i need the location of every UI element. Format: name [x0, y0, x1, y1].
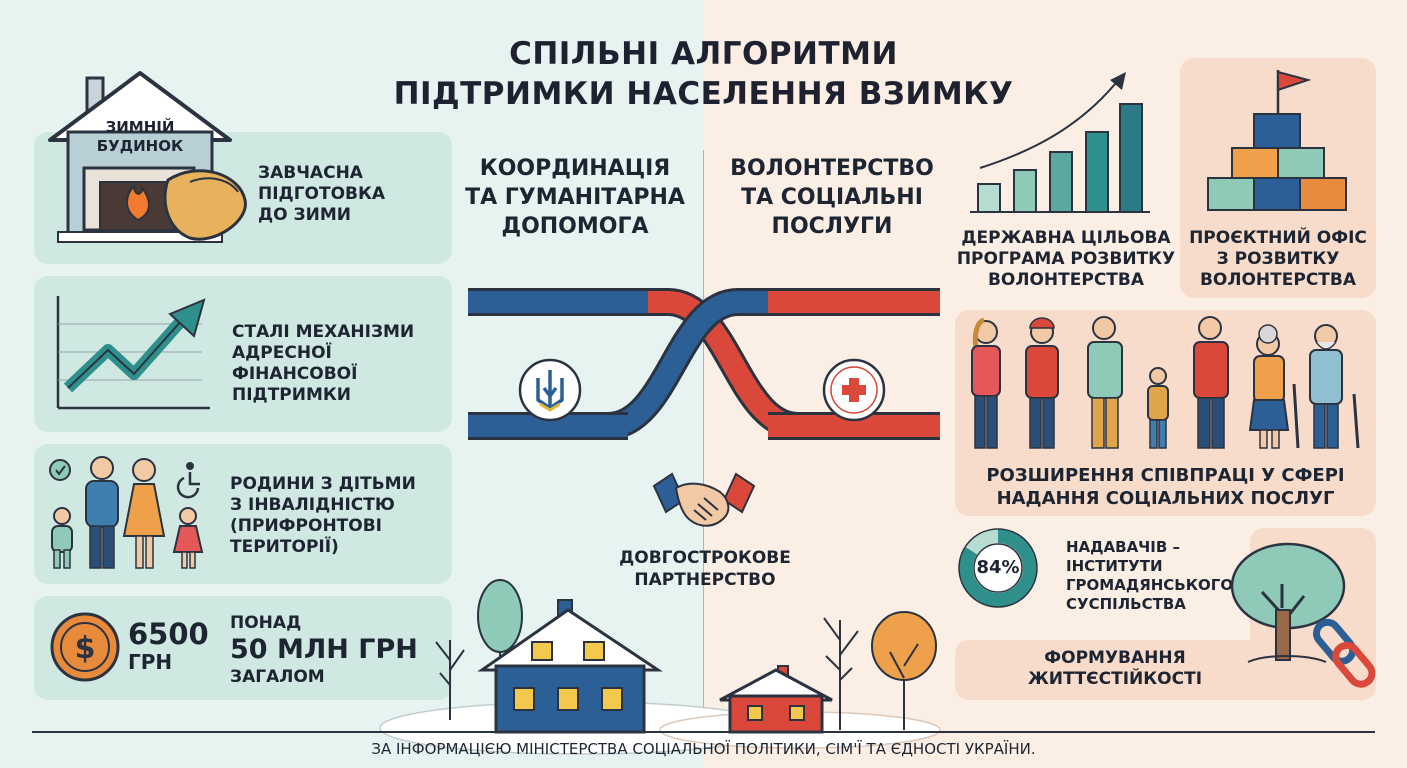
red-cross-emblem-icon [822, 358, 886, 422]
family-icon [49, 456, 204, 569]
svg-text:$: $ [75, 631, 96, 666]
footer-source: ЗА ІНФОРМАЦІЄЮ МІНІСТЕРСТВА СОЦІАЛЬНОЇ П… [371, 740, 1036, 758]
volunteers-group-icon [971, 316, 1360, 449]
resilience-label: ФОРМУВАННЯ ЖИТТЄСТІЙКОСТІ [1027, 648, 1203, 689]
total-amount: ПОНАД 50 МЛН ГРН ЗАГАЛОМ [230, 613, 418, 687]
left-heading: КООРДИНАЦІЯ ТА ГУМАНІТАРНА ДОПОМОГА [465, 156, 685, 239]
trident-emblem-icon [518, 358, 582, 422]
winter-village-illustration [379, 579, 941, 755]
providers-label: НАДАВАЧІВ – ІНСТИТУТИ ГРОМАДЯНСЬКОГО СУС… [1066, 538, 1234, 613]
financial-support-label: СТАЛІ МЕХАНІЗМИ АДРЕСНОЇ ФІНАНСОВОЇ ПІДТ… [232, 322, 415, 405]
growth-chart-icon [56, 296, 210, 410]
providers-donut-chart [958, 528, 1038, 608]
center-divider [703, 150, 704, 730]
providers-percent: 84% [976, 557, 1020, 578]
tree-icon [1230, 542, 1376, 688]
amount-per-person: 6500 ГРН [128, 617, 209, 674]
coin-icon: $ [50, 612, 120, 682]
families-label: РОДИНИ З ДІТЬМИ З ІНВАЛІДНІСТЮ (ПРИФРОНТ… [230, 474, 416, 557]
page-title: СПІЛЬНІ АЛГОРИТМИ ПІДТРИМКИ НАСЕЛЕННЯ ВЗ… [393, 36, 1014, 112]
house-sign: ЗИМНІЙ БУДИНОК [96, 118, 184, 155]
winter-prep-label: ЗАВЧАСНА ПІДГОТОВКА ДО ЗИМИ [258, 163, 386, 225]
handshake-icon [652, 472, 756, 527]
cooperation-label: РОЗШИРЕННЯ СПІВПРАЦІ У СФЕРІ НАДАННЯ СОЦ… [986, 465, 1345, 509]
winter-house-icon [48, 71, 247, 243]
office-label: ПРОЄКТНИЙ ОФІС З РОЗВИТКУ ВОЛОНТЕРСТВА [1189, 228, 1367, 290]
footer-divider [32, 731, 1375, 733]
partnership-label: ДОВГОСТРОКОВЕ ПАРТНЕРСТВО [619, 548, 791, 590]
building-blocks-icon [1207, 70, 1347, 211]
right-heading: ВОЛОНТЕРСТВО ТА СОЦІАЛЬНІ ПОСЛУГИ [730, 156, 934, 239]
growth-bars-icon [970, 72, 1150, 213]
program-label: ДЕРЖАВНА ЦІЛЬОВА ПРОГРАМА РОЗВИТКУ ВОЛОН… [956, 228, 1176, 290]
interlocking-ribbons [468, 288, 940, 440]
